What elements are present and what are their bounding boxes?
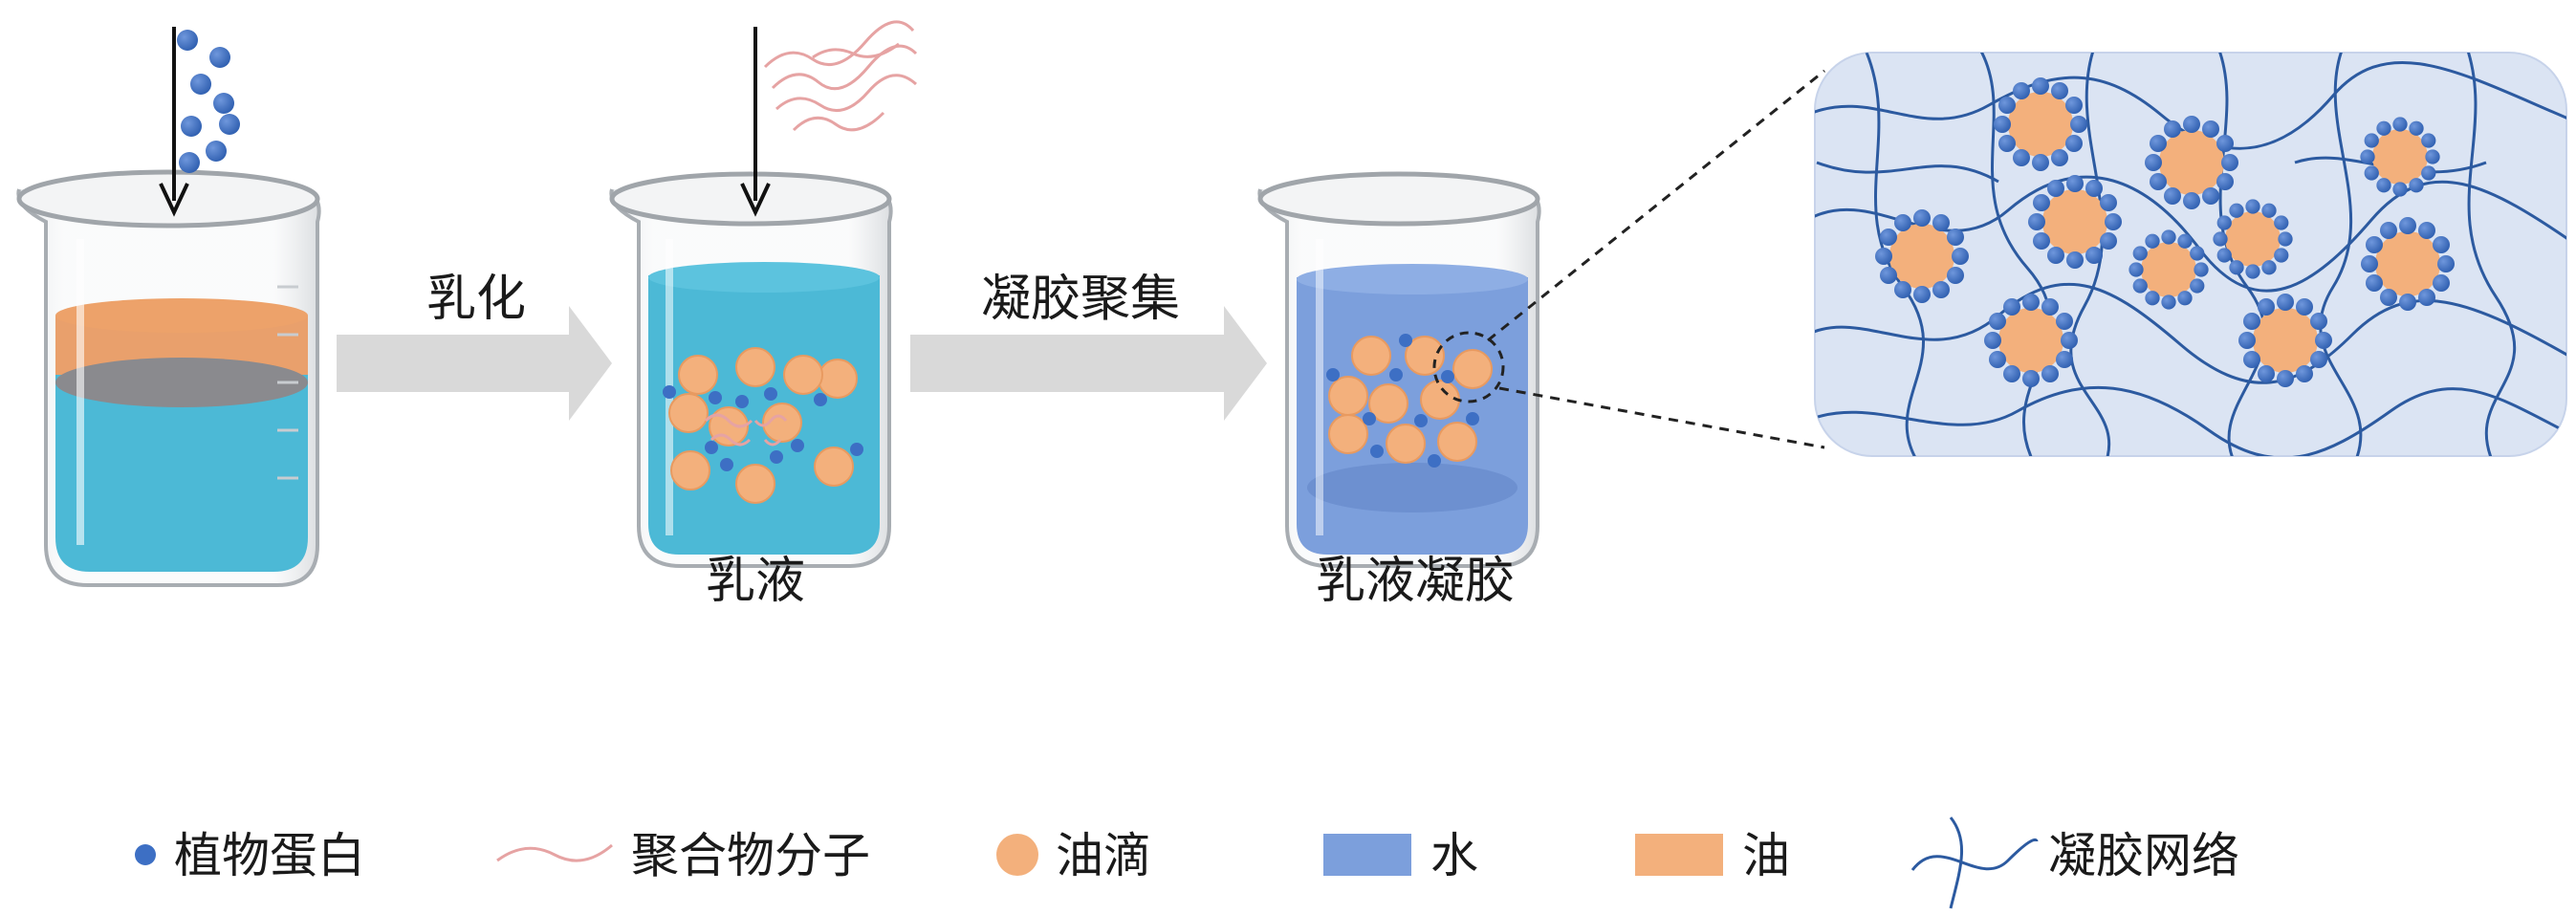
water-layer [55,375,308,572]
label-emulsify: 乳化 [426,271,526,328]
encapsulated-droplet [2213,199,2293,279]
gel-body [1297,277,1528,555]
pink-wave-icon [496,843,613,862]
encapsulated-droplet [2361,217,2455,311]
beaker-emulsion [609,171,893,568]
falling-polymer-molecules [763,20,918,132]
gel-oil-drops [1328,336,1493,464]
legend-water-label: 水 [1430,828,1478,883]
arrow-step-gelation [910,306,1267,421]
encapsulated-droplet [2128,229,2209,310]
polymer-input-arrow [740,27,771,217]
orange-circle-icon [996,834,1038,876]
gel-protein-dots [1326,334,1479,468]
network-line-icon [1910,817,2039,909]
label-emulsion: 乳液 [706,553,805,610]
encapsulated-droplet [1994,77,2087,171]
magnify-circle [1432,331,1505,403]
legend: 植物蛋白 聚合物分子 油滴 水 油 凝胶网络 [135,817,2239,909]
zoom-lines [1487,69,1825,449]
blue-square-icon [1323,834,1411,876]
legend-gel-network-label: 凝胶网络 [2048,828,2239,883]
emulsion-polymer-strands [704,413,788,447]
encapsulated-droplet [2360,117,2440,197]
blue-dot-icon [135,844,156,865]
encapsulated-droplet [2145,116,2238,209]
falling-protein-dots [177,30,240,173]
arrow-step-emulsify [337,306,612,421]
emulsion-protein-dots [663,385,863,471]
encapsulated-droplet [1984,294,2078,387]
label-emulsion-gel: 乳液凝胶 [1316,553,1515,610]
encapsulated-droplet [2238,294,2332,387]
legend-oil-drop-label: 油滴 [1056,828,1151,883]
beaker-emulsion-gel [1257,171,1541,568]
legend-oil-label: 油 [1742,828,1790,883]
protein-input-arrow [159,27,189,217]
legend-polymer-label: 聚合物分子 [631,828,870,883]
encapsulated-droplet [2028,175,2122,269]
emulsion-oil-drops [668,347,858,504]
oil-water-interface [55,358,308,407]
encapsulated-droplet [1875,209,1969,303]
beaker-oil-water [16,169,321,587]
label-gel-aggregation: 凝胶聚集 [981,271,1180,328]
gel-network-zoom-panel [1814,52,2567,457]
orange-square-icon [1635,834,1723,876]
legend-protein-label: 植物蛋白 [174,828,365,883]
